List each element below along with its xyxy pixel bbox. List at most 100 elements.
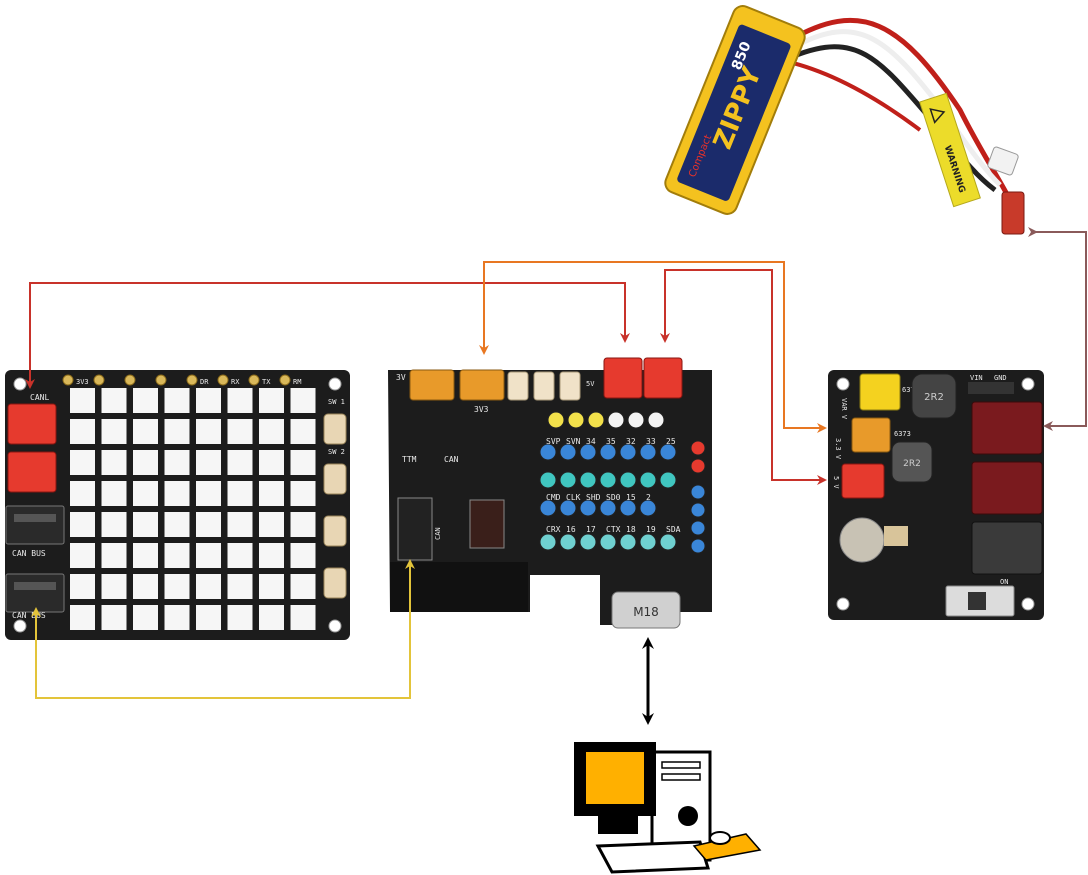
header-pin-label: RM: [293, 378, 301, 386]
header-pin: [155, 374, 167, 386]
led-cell: [290, 543, 316, 568]
led-cell: [101, 388, 127, 413]
header-pin: [690, 440, 706, 456]
led-cell: [133, 543, 158, 568]
header-pin-label: TX: [262, 378, 271, 386]
led-cell: [164, 388, 190, 413]
header-pin-label: 3V3: [76, 378, 89, 386]
inductor-2-label: 2R2: [903, 459, 921, 469]
led-cell: [101, 419, 127, 444]
power-board: 6373 6373 VAR V 3.3 V 5 V 2R2 2R2 VIN GN…: [828, 370, 1044, 620]
led-cell: [70, 605, 95, 630]
jumper-beige-2: [533, 371, 555, 401]
led-cell: [101, 481, 127, 506]
battery-main-connector: [1001, 191, 1025, 235]
jumper-beige-3: [559, 371, 581, 401]
led-cell: [164, 605, 190, 630]
pin-label: SHD: [586, 493, 601, 502]
led-cell: [101, 512, 127, 537]
computer-icon: [574, 742, 762, 874]
led-cell: [164, 543, 190, 568]
v33-power-label: 3.3 V: [834, 438, 842, 460]
connector-label-2: 6373: [894, 430, 911, 438]
header-pin: [579, 499, 597, 517]
pin-header-rows: [539, 411, 677, 551]
led-cell: [133, 419, 158, 444]
pin-label: CLK: [566, 493, 581, 502]
pin-label: 34: [586, 437, 596, 446]
matrix-power-connector-1: [7, 403, 57, 445]
var-v-label: VAR V: [840, 398, 848, 420]
pin-label: 35: [606, 437, 616, 446]
led-cell: [259, 450, 284, 475]
led-cell: [227, 512, 253, 537]
led-cell: [259, 388, 284, 413]
header-pin: [248, 374, 260, 386]
led-cell: [133, 605, 158, 630]
header-pin: [539, 499, 557, 517]
led-cell: [259, 481, 284, 506]
mouse: [709, 831, 731, 845]
header-pin: [599, 443, 617, 461]
usb-label: M18: [633, 605, 659, 619]
mount-hole: [328, 377, 342, 391]
led-cell: [227, 543, 253, 568]
led-cell: [290, 481, 316, 506]
header-pin: [639, 443, 657, 461]
led-cell: [290, 450, 316, 475]
header-pin: [579, 471, 597, 489]
led-cell: [164, 574, 190, 599]
header-pin: [559, 443, 577, 461]
header-pin: [690, 484, 706, 500]
header-pin: [539, 471, 557, 489]
jumper-beige-1: [507, 371, 529, 401]
pin-label: 2: [646, 493, 651, 502]
header-pin: [599, 471, 617, 489]
led-cell: [70, 450, 95, 475]
led-cell: [227, 574, 253, 599]
led-cell: [227, 388, 253, 413]
led-cell: [196, 543, 221, 568]
connection-arrows: [25, 227, 1087, 725]
can-bus-label-1: CAN BUS: [12, 549, 46, 558]
header-pin: [559, 499, 577, 517]
mount-hole: [328, 619, 342, 633]
led-cell: [70, 419, 95, 444]
aux-connector: [971, 521, 1043, 575]
battery-balance-wire: [779, 58, 922, 132]
sw1-label: SW 1: [328, 398, 345, 406]
led-cell: [227, 481, 253, 506]
led-cell: [290, 419, 316, 444]
led-cell: [196, 512, 221, 537]
controller-pcb: [388, 370, 712, 625]
header-pin: [647, 411, 665, 429]
inductor-1-label: 2R2: [924, 392, 944, 403]
pin-label: SVP: [546, 437, 561, 446]
tactile-switch: [323, 515, 347, 547]
header-pin: [579, 443, 597, 461]
pin-label: CTX: [606, 525, 621, 534]
v5-connector: [841, 463, 885, 499]
battery-pack: ZIPPY Compact 850: [664, 5, 806, 215]
led-cell: [70, 543, 95, 568]
header-pin: [93, 374, 105, 386]
header-pin: [539, 533, 557, 551]
led-cell: [101, 605, 127, 630]
header-pin: [599, 533, 617, 551]
led-cell: [290, 574, 316, 599]
mount-hole: [13, 377, 27, 391]
header-pin: [124, 374, 136, 386]
led-cell: [101, 543, 127, 568]
led-cell: [290, 512, 316, 537]
inductor-1: [911, 373, 957, 419]
can-header: [397, 497, 433, 561]
battery-red-wire: [788, 17, 1013, 202]
pin-label: 33: [646, 437, 656, 446]
led-cell: [164, 419, 190, 444]
header-pin: [619, 499, 637, 517]
pin-label: CRX: [546, 525, 561, 534]
header-pin: [690, 458, 706, 474]
